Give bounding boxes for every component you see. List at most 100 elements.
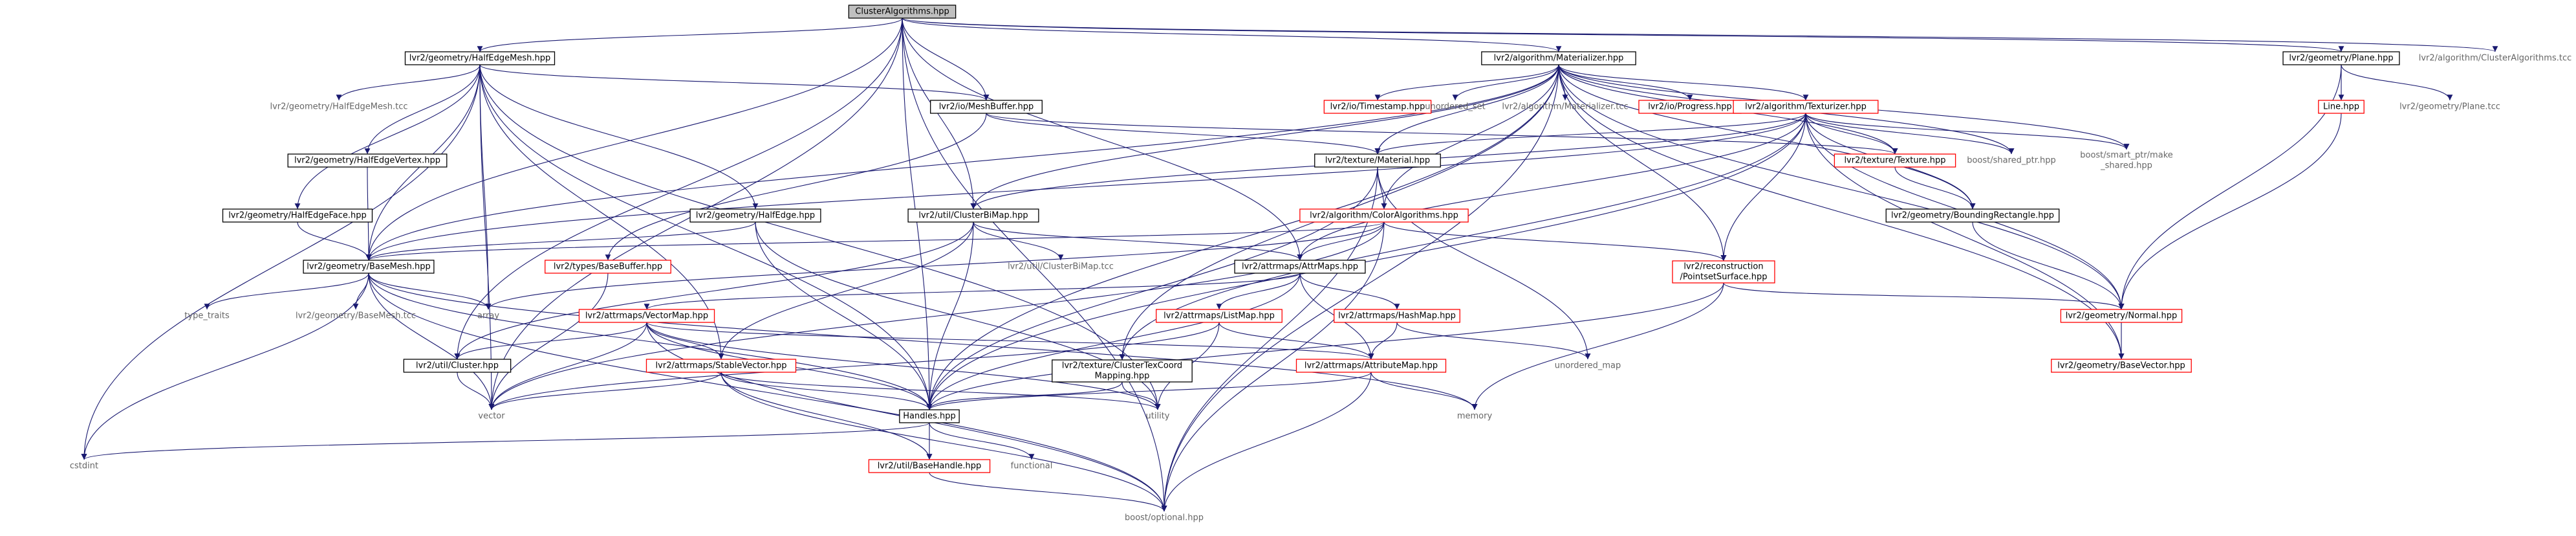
node-vectormap-hpp[interactable]: lvr2/attrmaps/VectorMap.hpp bbox=[578, 309, 715, 323]
edge-AttributeMap-hpp-to-optional-hpp bbox=[1161, 372, 1372, 512]
edge-ColorAlgorithms-hpp-to-PointsetSurface-hpp bbox=[1383, 221, 1727, 262]
node-texture-hpp[interactable]: lvr2/texture/Texture.hpp bbox=[1834, 153, 1956, 168]
node-boundingrectangle-hpp[interactable]: lvr2/geometry/BoundingRectangle.hpp bbox=[1885, 208, 2060, 223]
node-box bbox=[1323, 100, 1432, 114]
edge-HalfEdgeMesh-hpp-to-Handles-hpp bbox=[479, 64, 933, 410]
node-halfedgevertex-hpp[interactable]: lvr2/geometry/HalfEdgeVertex.hpp bbox=[287, 153, 448, 168]
edge-HalfEdgeMesh-hpp-to-HalfEdgeFace-hpp bbox=[294, 64, 481, 210]
edge-Texturizer-hpp-to-PointsetSurface-hpp bbox=[1720, 113, 1806, 262]
node-plane-hpp[interactable]: lvr2/geometry/Plane.hpp bbox=[2282, 51, 2400, 65]
node-label: boost/optional.hpp bbox=[1125, 513, 1204, 523]
node-handles-hpp[interactable]: Handles.hpp bbox=[899, 409, 960, 423]
node-basebuffer-hpp[interactable]: lvr2/types/BaseBuffer.hpp bbox=[545, 260, 671, 274]
edge-AttrMaps-hpp-to-HashMap-hpp bbox=[1299, 273, 1400, 310]
edge-MeshBuffer-hpp-to-Material-hpp bbox=[986, 113, 1381, 155]
node-attributemap-hpp[interactable]: lvr2/attrmaps/AttributeMap.hpp bbox=[1295, 359, 1447, 373]
node-material-hpp[interactable]: lvr2/texture/Material.hpp bbox=[1314, 153, 1441, 168]
node-label: lvr2/geometry/Plane.hpp bbox=[2289, 54, 2393, 63]
node-label: lvr2/io/Progress.hpp bbox=[1648, 102, 1732, 112]
node-box bbox=[645, 359, 797, 373]
edge-HalfEdgeMesh-hpp-to-HalfEdge-hpp bbox=[479, 64, 759, 210]
node-type-traits: type_traits bbox=[184, 311, 230, 321]
node-label: lvr2/attrmaps/HashMap.hpp bbox=[1338, 311, 1456, 321]
node-clusteralgorithms-hpp[interactable]: ClusterAlgorithms.hpp bbox=[848, 5, 957, 19]
node-hashmap-hpp[interactable]: lvr2/attrmaps/HashMap.hpp bbox=[1334, 309, 1460, 323]
edge-ColorAlgorithms-hpp-to-array bbox=[485, 221, 1385, 310]
node-progress-hpp[interactable]: lvr2/io/Progress.hpp bbox=[1638, 100, 1742, 114]
node-box bbox=[578, 309, 715, 323]
edge-ClusterAlgorithms-hpp-to-BaseMesh-hpp bbox=[365, 17, 903, 261]
edge-HalfEdgeMesh-hpp-to-HalfEdgeMesh-tcc bbox=[336, 64, 481, 101]
node-halfedgemesh-hpp[interactable]: lvr2/geometry/HalfEdgeMesh.hpp bbox=[404, 51, 556, 65]
edge-HalfEdge-hpp-to-BaseMesh-hpp bbox=[365, 221, 756, 261]
node-vector: vector bbox=[478, 412, 505, 421]
edge-ClusterTexCoordMapping-hpp-to-utility bbox=[1121, 381, 1161, 410]
node-label: lvr2/texture/Texture.hpp bbox=[1844, 156, 1945, 166]
edge-ColorAlgorithms-hpp-to-AttrMaps-hpp bbox=[1297, 221, 1385, 261]
node-label: Line.hpp bbox=[2323, 102, 2359, 112]
node-line-hpp[interactable]: Line.hpp bbox=[2318, 100, 2365, 114]
node-box bbox=[1234, 260, 1366, 274]
node-memory: memory bbox=[1457, 412, 1493, 421]
node-cluster-hpp[interactable]: lvr2/util/Cluster.hpp bbox=[403, 359, 512, 373]
node-basehandle-hpp[interactable]: lvr2/util/BaseHandle.hpp bbox=[868, 459, 991, 473]
node-label: lvr2/geometry/BaseVector.hpp bbox=[2057, 361, 2185, 371]
node-label: lvr2/geometry/HalfEdgeFace.hpp bbox=[228, 211, 367, 221]
node-box bbox=[2282, 51, 2400, 65]
edge-HalfEdgeMesh-hpp-to-StableVector-hpp bbox=[479, 64, 724, 360]
node-basevector-hpp[interactable]: lvr2/geometry/BaseVector.hpp bbox=[2051, 359, 2192, 373]
node-label: lvr2/util/ClusterBiMap.hpp bbox=[918, 211, 1028, 221]
node-texturizer-hpp[interactable]: lvr2/algorithm/Texturizer.hpp bbox=[1733, 100, 1879, 114]
edge-HalfEdgeMesh-hpp-to-utility bbox=[479, 64, 1161, 410]
edge-ClusterAlgorithms-hpp-to-Materializer-hpp bbox=[902, 17, 1562, 52]
edge-HalfEdge-hpp-to-Handles-hpp bbox=[755, 221, 933, 410]
node-halfedge-hpp[interactable]: lvr2/geometry/HalfEdge.hpp bbox=[689, 208, 821, 223]
edge-ClusterBiMap-hpp-to-ClusterBiMap-tcc bbox=[973, 221, 1064, 261]
node-box bbox=[899, 409, 960, 423]
edge-Materializer-hpp-to-Normal-hpp bbox=[1558, 64, 2125, 310]
node-label: lvr2/types/BaseBuffer.hpp bbox=[554, 262, 662, 272]
node-label: functional bbox=[1011, 462, 1053, 471]
edge-BaseHandle-hpp-to-optional-hpp bbox=[929, 472, 1167, 512]
node-clusterbimap-hpp[interactable]: lvr2/util/ClusterBiMap.hpp bbox=[907, 208, 1039, 223]
node-basemesh-tcc: lvr2/geometry/BaseMesh.tcc bbox=[296, 311, 416, 321]
node-stablevector-hpp[interactable]: lvr2/attrmaps/StableVector.hpp bbox=[645, 359, 797, 373]
edge-Texturizer-hpp-to-Handles-hpp bbox=[926, 113, 1806, 410]
node-coloralgorithms-hpp[interactable]: lvr2/algorithm/ColorAlgorithms.hpp bbox=[1299, 208, 1469, 223]
node-box bbox=[2318, 100, 2365, 114]
edge-StableVector-hpp-to-Handles-hpp bbox=[720, 372, 933, 410]
node-normal-hpp[interactable]: lvr2/geometry/Normal.hpp bbox=[2060, 309, 2183, 323]
node-label: lvr2/geometry/BaseMesh.hpp bbox=[307, 262, 430, 272]
node-box bbox=[287, 153, 448, 168]
node-label: lvr2/texture/Material.hpp bbox=[1325, 156, 1430, 166]
edge-HalfEdgeFace-hpp-to-BaseMesh-hpp bbox=[297, 221, 372, 261]
node-timestamp-hpp[interactable]: lvr2/io/Timestamp.hpp bbox=[1323, 100, 1432, 114]
node-box bbox=[2060, 309, 2183, 323]
node-materializer-hpp[interactable]: lvr2/algorithm/Materializer.hpp bbox=[1481, 51, 1636, 65]
node-label: lvr2/util/BaseHandle.hpp bbox=[878, 462, 982, 471]
edge-BaseMesh-hpp-to-array bbox=[368, 273, 492, 310]
edge-BaseMesh-hpp-to-optional-hpp bbox=[368, 273, 1167, 512]
edge-VectorMap-hpp-to-utility bbox=[646, 322, 1161, 410]
edge-ClusterAlgorithms-hpp-to-MeshBuffer-hpp bbox=[902, 17, 990, 101]
node-materializer-tcc: lvr2/algorithm/Materializer.tcc bbox=[1502, 102, 1628, 112]
edge-Materializer-hpp-to-Handles-hpp bbox=[926, 64, 1559, 410]
node-label: unordered_map bbox=[1555, 361, 1621, 371]
edge-PointsetSurface-hpp-to-Handles-hpp bbox=[926, 282, 1724, 410]
node-label: Mapping.hpp bbox=[1095, 372, 1150, 381]
node-basemesh-hpp[interactable]: lvr2/geometry/BaseMesh.hpp bbox=[303, 260, 435, 274]
node-attrmaps-hpp[interactable]: lvr2/attrmaps/AttrMaps.hpp bbox=[1234, 260, 1366, 274]
node-pointsetsurface-hpp[interactable]: lvr2/reconstruction/PointsetSurface.hpp bbox=[1672, 260, 1775, 284]
node-meshbuffer-hpp[interactable]: lvr2/io/MeshBuffer.hpp bbox=[930, 100, 1043, 114]
node-label: lvr2/geometry/HalfEdgeMesh.tcc bbox=[270, 102, 407, 112]
node-halfedgeface-hpp[interactable]: lvr2/geometry/HalfEdgeFace.hpp bbox=[222, 208, 373, 223]
node-label: lvr2/geometry/HalfEdgeVertex.hpp bbox=[294, 156, 440, 166]
node-unordered-set: unordered_set bbox=[1425, 102, 1485, 112]
node-label: cstdint bbox=[70, 462, 98, 471]
node-listmap-hpp[interactable]: lvr2/attrmaps/ListMap.hpp bbox=[1156, 309, 1283, 323]
edge-PointsetSurface-hpp-to-Normal-hpp bbox=[1723, 282, 2125, 310]
edge-ClusterAlgorithms-hpp-to-HalfEdgeMesh-hpp bbox=[477, 17, 903, 52]
node-box bbox=[403, 359, 512, 373]
